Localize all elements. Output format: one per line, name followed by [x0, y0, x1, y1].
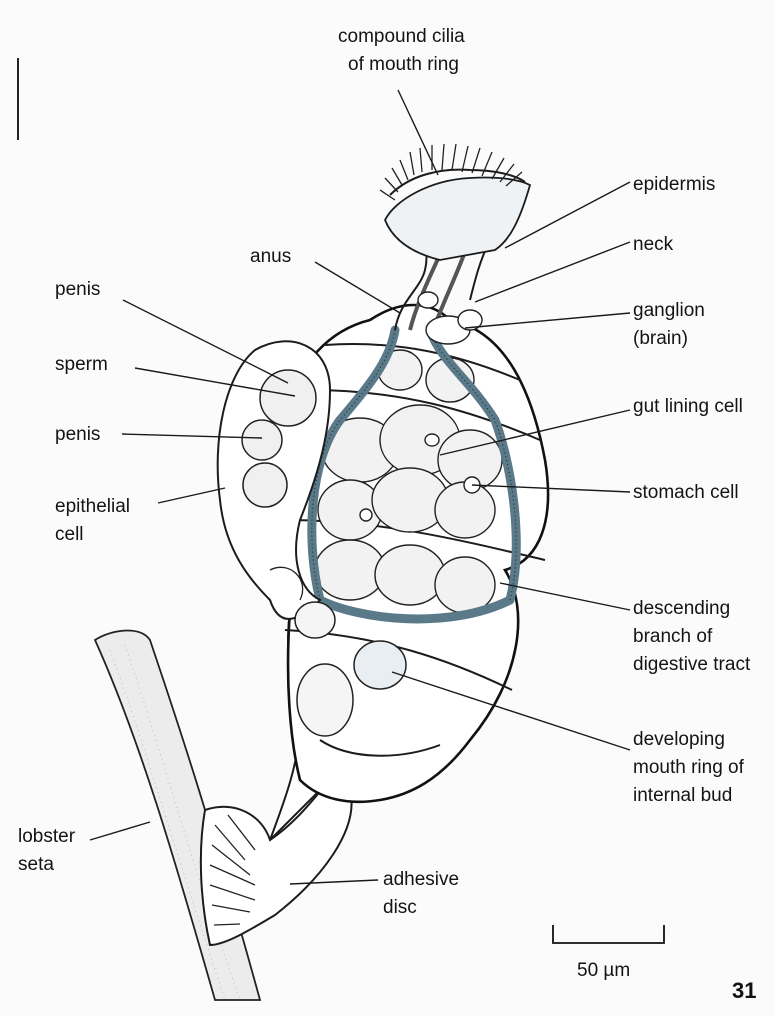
- label-gut-lining-cell: gut lining cell: [633, 396, 743, 417]
- label-descending-3: digestive tract: [633, 654, 751, 675]
- label-anus: anus: [250, 246, 291, 267]
- adhesive-disc-drawing: [201, 780, 352, 945]
- label-penis-mid: penis: [55, 424, 100, 445]
- scale-bar: 50 µm: [553, 925, 664, 981]
- label-lobster-seta-1: lobster: [18, 826, 76, 847]
- label-sperm: sperm: [55, 354, 108, 375]
- page-number: 31: [732, 978, 756, 1003]
- label-penis-top: penis: [55, 279, 100, 300]
- label-developing-1: developing: [633, 729, 725, 750]
- label-lobster-seta-2: seta: [18, 854, 54, 875]
- label-descending-2: branch of: [633, 626, 713, 647]
- mouth-ring-drawing: [380, 144, 530, 260]
- label-epidermis: epidermis: [633, 174, 715, 195]
- label-adhesive-disc-2: disc: [383, 897, 417, 918]
- label-stomach-cell: stomach cell: [633, 482, 739, 503]
- label-developing-3: internal bud: [633, 785, 732, 806]
- label-developing-2: mouth ring of: [633, 757, 745, 778]
- label-epithelial-cell-1: epithelial: [55, 496, 130, 517]
- label-epithelial-cell-2: cell: [55, 524, 84, 545]
- label-neck: neck: [633, 234, 674, 255]
- label-descending-1: descending: [633, 598, 730, 619]
- label-compound-cilia-1: compound cilia: [338, 26, 465, 47]
- scale-bar-line: [553, 925, 664, 943]
- scale-bar-label: 50 µm: [577, 960, 630, 981]
- label-ganglion-2: (brain): [633, 328, 688, 349]
- label-compound-cilia-2: of mouth ring: [348, 54, 459, 75]
- label-adhesive-disc-1: adhesive: [383, 869, 459, 890]
- label-ganglion-1: ganglion: [633, 300, 705, 321]
